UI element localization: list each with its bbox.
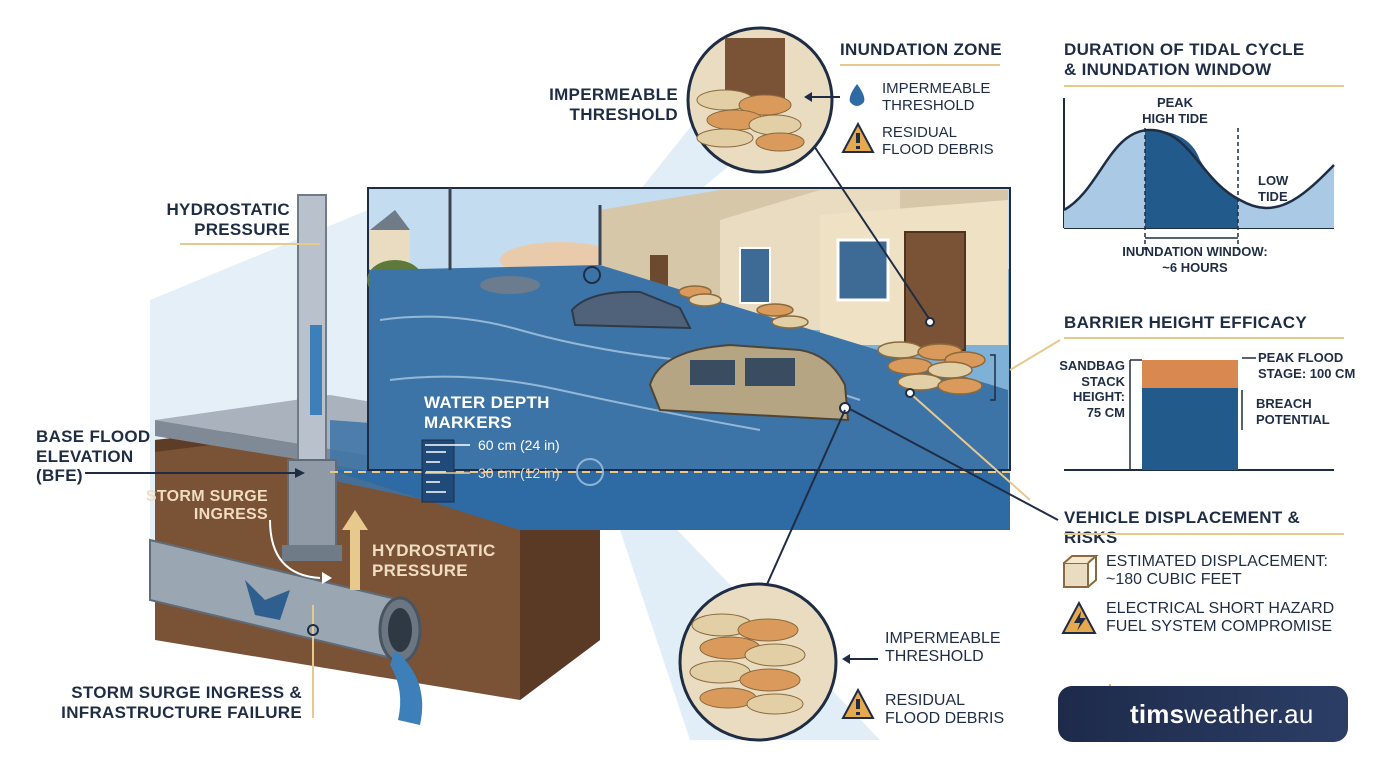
sandbag-stack-scene	[678, 285, 986, 395]
water-cross-section	[330, 470, 1010, 530]
electrical-hazard-icon	[1061, 600, 1097, 634]
bottom-circle-callout	[678, 582, 838, 742]
vehicle-title: VEHICLE DISPLACEMENT & RISKS	[1064, 508, 1301, 547]
underline	[1064, 337, 1344, 339]
label-base-flood-elevation: BASE FLOOD ELEVATION (BFE)	[36, 427, 151, 486]
barrier-chart	[1064, 357, 1334, 471]
barrier-title: BARRIER HEIGHT EFFICACY	[1064, 313, 1308, 332]
label-storm-surge-failure: STORM SURGE INGRESS & INFRASTRUCTURE FAI…	[61, 683, 302, 722]
underline	[840, 64, 1000, 66]
barrier-sandbag-label: SANDBAG STACK HEIGHT: 75 cm	[1059, 358, 1125, 420]
label-hydrostatic-top: HYDROSTATIC PRESSURE	[166, 200, 290, 239]
vehicle-hazard: ELECTRICAL SHORT HAZARD FUEL SYSTEM COMP…	[1106, 600, 1335, 636]
vehicle-displacement: ESTIMATED DISPLACEMENT: ~180 CUBIC FEET	[1106, 553, 1328, 589]
label-water-depth-markers: WATER DEPTH MARKERS	[424, 393, 550, 432]
inundation-zone-title: INUNDATION ZONE	[840, 40, 1002, 59]
inundation-item-threshold: IMPERMEABLE THRESHOLD	[882, 80, 991, 115]
logo-rest-text: weather.au	[1184, 698, 1314, 729]
underline	[180, 243, 320, 245]
logo-bold-text: tims	[1130, 698, 1185, 729]
barrier-breach-label: BREACH POTENTIAL	[1256, 396, 1330, 427]
tidal-window-label: INUNDATION WINDOW: ~6 HOURS	[1122, 244, 1268, 275]
underline	[1064, 533, 1344, 535]
pipe-crack	[245, 580, 290, 620]
label-depth-30: 30 cm (12 in)	[478, 465, 560, 481]
water-drop-icon	[849, 84, 865, 106]
hydrostatic-arrow	[342, 510, 368, 590]
front-door	[904, 231, 966, 351]
tidal-title: DURATION OF TIDAL CYCLE & INUNDATION WIN…	[1064, 40, 1305, 79]
label-storm-surge-ingress: STORM SURGE INGRESS	[145, 488, 268, 524]
inundation-window-area	[1145, 130, 1238, 228]
underline	[1064, 85, 1344, 87]
tidal-low-label: LOW TIDE	[1258, 173, 1289, 204]
peak-flood-bar-segment	[1142, 360, 1238, 388]
inundation-item-debris: RESIDUAL FLOOD DEBRIS	[882, 124, 994, 159]
cube-icon	[1063, 555, 1099, 588]
label-depth-60: 60 cm (24 in)	[478, 437, 560, 453]
scene-marker	[583, 266, 601, 284]
label-impermeable-threshold-top: IMPERMEABLE THRESHOLD	[549, 85, 678, 124]
bottom-item-debris: RESIDUAL FLOOD DEBRIS	[885, 692, 1005, 728]
label-hydrostatic-bottom: HYDROSTATIC PRESSURE	[372, 541, 496, 580]
bottom-item-threshold: IMPERMEABLE THRESHOLD	[885, 630, 1001, 666]
tidal-chart	[1063, 98, 1335, 250]
tidal-peak-label: PEAK HIGH TIDE	[1142, 95, 1208, 126]
barrier-peak-label: PEAK FLOOD STAGE: 100 cm	[1258, 350, 1356, 381]
car-far	[480, 276, 540, 294]
pipe-outflow	[390, 650, 423, 725]
car-middle	[570, 290, 692, 330]
sandbag-bar-segment	[1142, 388, 1238, 470]
top-circle-callout	[686, 26, 834, 174]
